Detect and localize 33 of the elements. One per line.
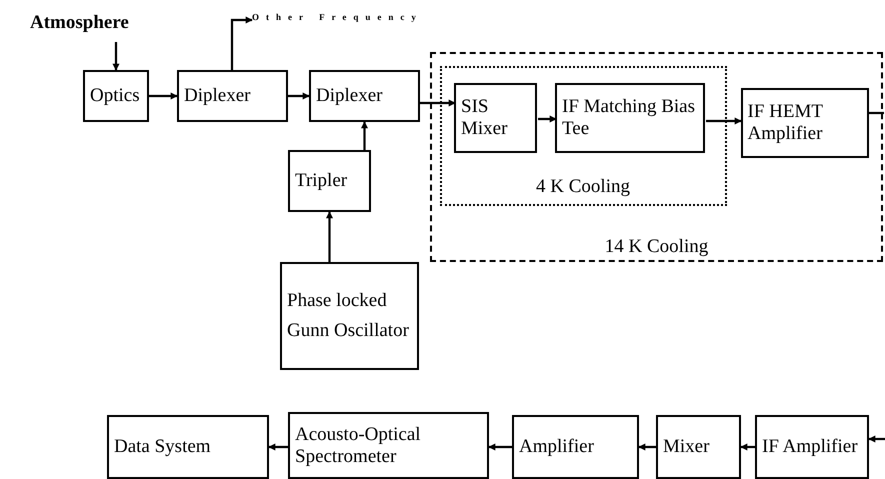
arrow bbox=[538, 116, 557, 122]
process-box: Mixer bbox=[656, 415, 741, 479]
arrow bbox=[420, 100, 456, 106]
arrow bbox=[230, 16, 253, 70]
arrow bbox=[488, 444, 512, 450]
arrow bbox=[149, 92, 178, 100]
signal-label: Other Frequency bbox=[252, 12, 423, 22]
signal-label: Atmosphere bbox=[30, 12, 129, 34]
process-box: Diplexer bbox=[177, 70, 288, 122]
process-box: Optics bbox=[83, 70, 149, 122]
region-label: 14 K Cooling bbox=[604, 236, 710, 258]
process-box: Data System bbox=[107, 415, 269, 479]
cooling-stage-region bbox=[430, 52, 883, 262]
arrow bbox=[268, 444, 288, 450]
arrow bbox=[326, 211, 333, 262]
arrow bbox=[361, 121, 368, 150]
arrow bbox=[740, 444, 755, 450]
arrow bbox=[288, 92, 310, 100]
process-box: Tripler bbox=[288, 150, 371, 212]
region-label: 4 K Cooling bbox=[535, 176, 631, 198]
arrow bbox=[112, 42, 120, 71]
process-box: IF HEMT Amplifier bbox=[740, 88, 868, 158]
cooling-stage-region bbox=[440, 66, 726, 206]
process-box: SIS Mixer bbox=[454, 83, 537, 153]
process-box: IF Amplifier bbox=[755, 415, 869, 479]
process-box: IF Matching Bias Tee bbox=[555, 83, 705, 153]
process-box: Diplexer bbox=[309, 70, 420, 122]
process-box: Phase locked Gunn Oscillator bbox=[280, 262, 419, 370]
arrow bbox=[638, 444, 656, 450]
process-box: Acousto-Optical Spectrometer bbox=[288, 412, 489, 479]
arrow bbox=[868, 436, 885, 442]
process-box: Amplifier bbox=[512, 415, 639, 479]
arrow bbox=[706, 118, 742, 124]
